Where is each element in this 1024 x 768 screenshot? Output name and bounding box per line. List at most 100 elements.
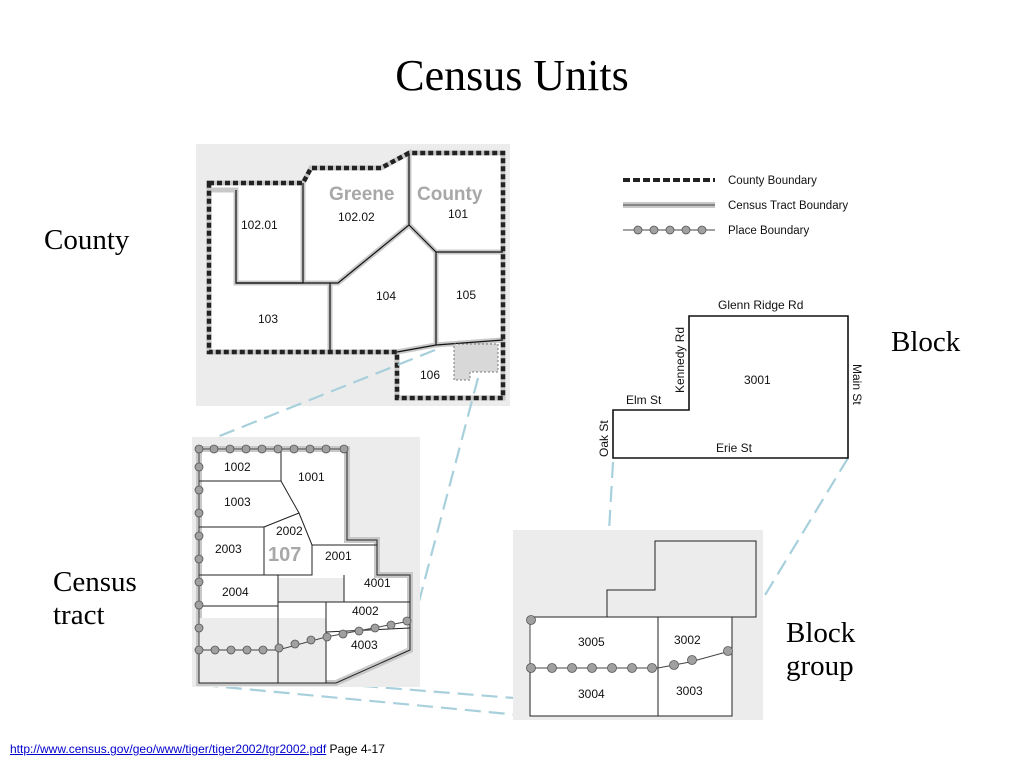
place-point [194,485,204,495]
county-name-greene: Greene [329,184,394,205]
legend-county-boundary-text: County Boundary [728,175,817,187]
legend-place-point [633,225,643,235]
place-point [226,645,236,655]
block-label-3002: 3002 [674,633,701,647]
block-group-place-points [526,615,733,673]
place-point [627,663,637,673]
block-line [199,545,313,576]
place-point [723,646,733,656]
county-map: Greene County 102.01 102.02 101 103 104 … [196,144,510,406]
place-point [194,554,204,564]
block-label-1003: 1003 [224,495,251,509]
block-label-4002: 4002 [352,604,379,618]
block-group-label-line2: group [786,650,854,683]
place-point [209,444,219,454]
block-label-1001: 1001 [298,470,325,484]
tract-label-102-01: 102.01 [241,218,278,232]
place-boundary-106 [453,343,499,381]
street-kennedy: Kennedy Rd [673,327,687,393]
block-label-1002: 1002 [224,460,251,474]
place-point [194,531,204,541]
connector-county-to-tract-right [410,377,480,629]
place-point [194,508,204,518]
legend-place-point [681,225,691,235]
place-point [194,623,204,633]
county-tract-areas [206,148,506,401]
place-point [354,626,364,636]
tract-label-104: 104 [376,289,396,303]
place-point [194,577,204,587]
tract-line-f [396,339,504,353]
place-point [321,444,331,454]
legend-place-point [697,225,707,235]
place-point [289,444,299,454]
block-label-4001: 4001 [364,576,391,590]
street-oak: Oak St [597,420,611,457]
place-point [338,629,348,639]
legend-place-point [665,225,675,235]
place-area-106 [453,343,499,381]
place-point [339,444,349,454]
street-erie: Erie St [716,441,753,455]
place-point [258,645,268,655]
place-point [305,444,315,454]
block-group-label-line1: Block [786,617,856,649]
connector-block-to-group-right [755,457,849,611]
place-point [370,623,380,633]
block-3001-shaded [606,540,757,618]
place-point [402,616,412,626]
place-point [607,663,617,673]
place-point [257,444,267,454]
block-label-2002: 2002 [276,524,303,538]
block-group-place-line [529,617,731,669]
block-label-2003: 2003 [215,542,242,556]
tract-label-102-02: 102.02 [338,210,375,224]
legend-tract-boundary-text: Census Tract Boundary [728,200,848,212]
legend-place-points [633,225,707,235]
place-point [194,645,204,655]
tract-number-107: 107 [268,544,301,566]
place-point [322,632,332,642]
slide-title: Census Units [395,51,629,100]
block-line [263,512,300,528]
tract-label-106: 106 [420,368,440,382]
county-boundary-line [206,150,506,401]
block-3001-outline [612,315,849,459]
block-group-map: 3005 3002 3004 3003 [513,530,763,720]
connector-county-to-tract-left [201,348,436,445]
county-name-county: County [417,184,483,205]
place-point [386,620,396,630]
place-point [274,643,284,653]
place-point [273,444,283,454]
shaded-block-a [278,578,344,602]
tract-107-outline [198,448,411,684]
place-point [669,660,679,670]
place-point [547,663,557,673]
place-point [526,663,536,673]
census-tract-label-line2: tract [53,599,105,632]
tract-map: 1002 1001 1003 2002 107 2003 2001 2004 4… [192,437,420,687]
tract-label-103: 103 [258,312,278,326]
source-link[interactable]: http://www.census.gov/geo/www/tiger/tige… [10,742,327,756]
place-point [306,635,316,645]
place-point [242,645,252,655]
place-point [526,615,536,625]
block-label-3005: 3005 [578,635,605,649]
block-label-2004: 2004 [222,585,249,599]
block-label-4003: 4003 [351,638,378,652]
place-point [587,663,597,673]
tract-label-105: 105 [456,288,476,302]
block-label-2001: 2001 [325,549,352,563]
block-label-3001: 3001 [744,373,771,387]
block-line [280,449,313,546]
census-tract-label-line1: Census [53,566,137,598]
place-point [567,663,577,673]
connector-tract-to-group-lower [201,683,531,718]
place-boundary-points [194,444,412,655]
footer: http://www.census.gov/geo/www/tiger/tige… [10,742,385,756]
block-label-3004: 3004 [578,687,605,701]
place-point [241,444,251,454]
page-reference: Page 4-17 [329,742,385,756]
place-point [194,444,204,454]
